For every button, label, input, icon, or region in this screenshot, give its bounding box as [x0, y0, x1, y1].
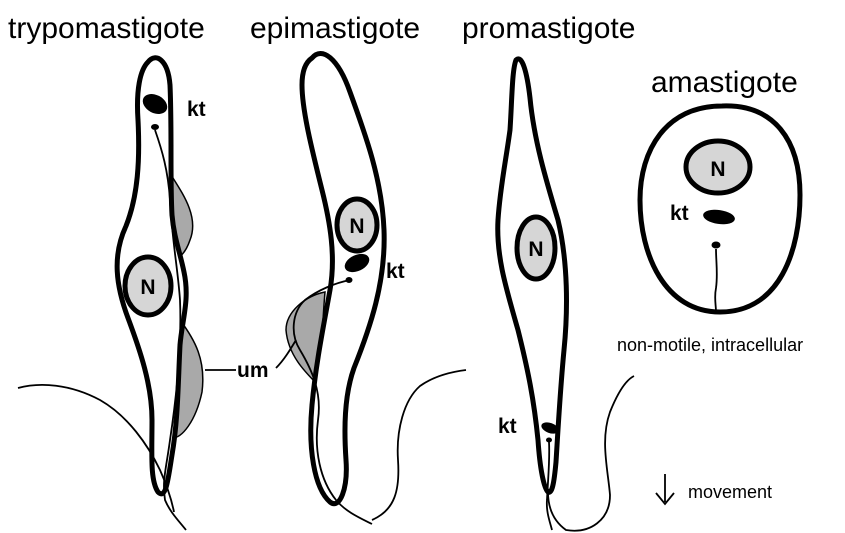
- title-promastigote: promastigote: [462, 12, 635, 45]
- ama-basal-body: [712, 242, 721, 249]
- um-label: um: [237, 359, 269, 382]
- down-arrow-icon: [656, 474, 674, 504]
- title-epimastigote: epimastigote: [250, 12, 420, 45]
- tryp-nucleus-label: N: [140, 276, 155, 299]
- epi-nucleus-label: N: [349, 215, 364, 238]
- tryp-basal-body: [151, 124, 159, 130]
- promastigote-cell: N kt: [498, 59, 567, 530]
- amastigote-cell: N kt: [640, 106, 800, 312]
- ama-nucleus-label: N: [710, 158, 725, 181]
- title-amastigote: amastigote: [651, 66, 798, 99]
- title-trypomastigote: trypomastigote: [8, 12, 205, 45]
- pro-kt-label: kt: [498, 415, 517, 438]
- movement-legend: movement: [656, 474, 772, 504]
- ama-kt-label: kt: [670, 202, 689, 225]
- amastigote-note: non-motile, intracellular: [617, 335, 803, 355]
- movement-label: movement: [688, 482, 772, 502]
- trypomastigote-cell: N kt: [117, 58, 206, 530]
- ama-body: [640, 106, 800, 312]
- epi-kt-label: kt: [386, 260, 405, 283]
- host-cell-contour-middle: [372, 370, 466, 520]
- pro-nucleus-label: N: [528, 238, 543, 261]
- epi-body: [302, 53, 384, 503]
- epimastigote-cell: N kt: [286, 53, 405, 524]
- pro-basal-body: [546, 438, 552, 443]
- epi-basal-body: [346, 277, 353, 283]
- tryp-kt-label: kt: [187, 98, 206, 121]
- undulating-membrane-annotation: um: [205, 340, 296, 382]
